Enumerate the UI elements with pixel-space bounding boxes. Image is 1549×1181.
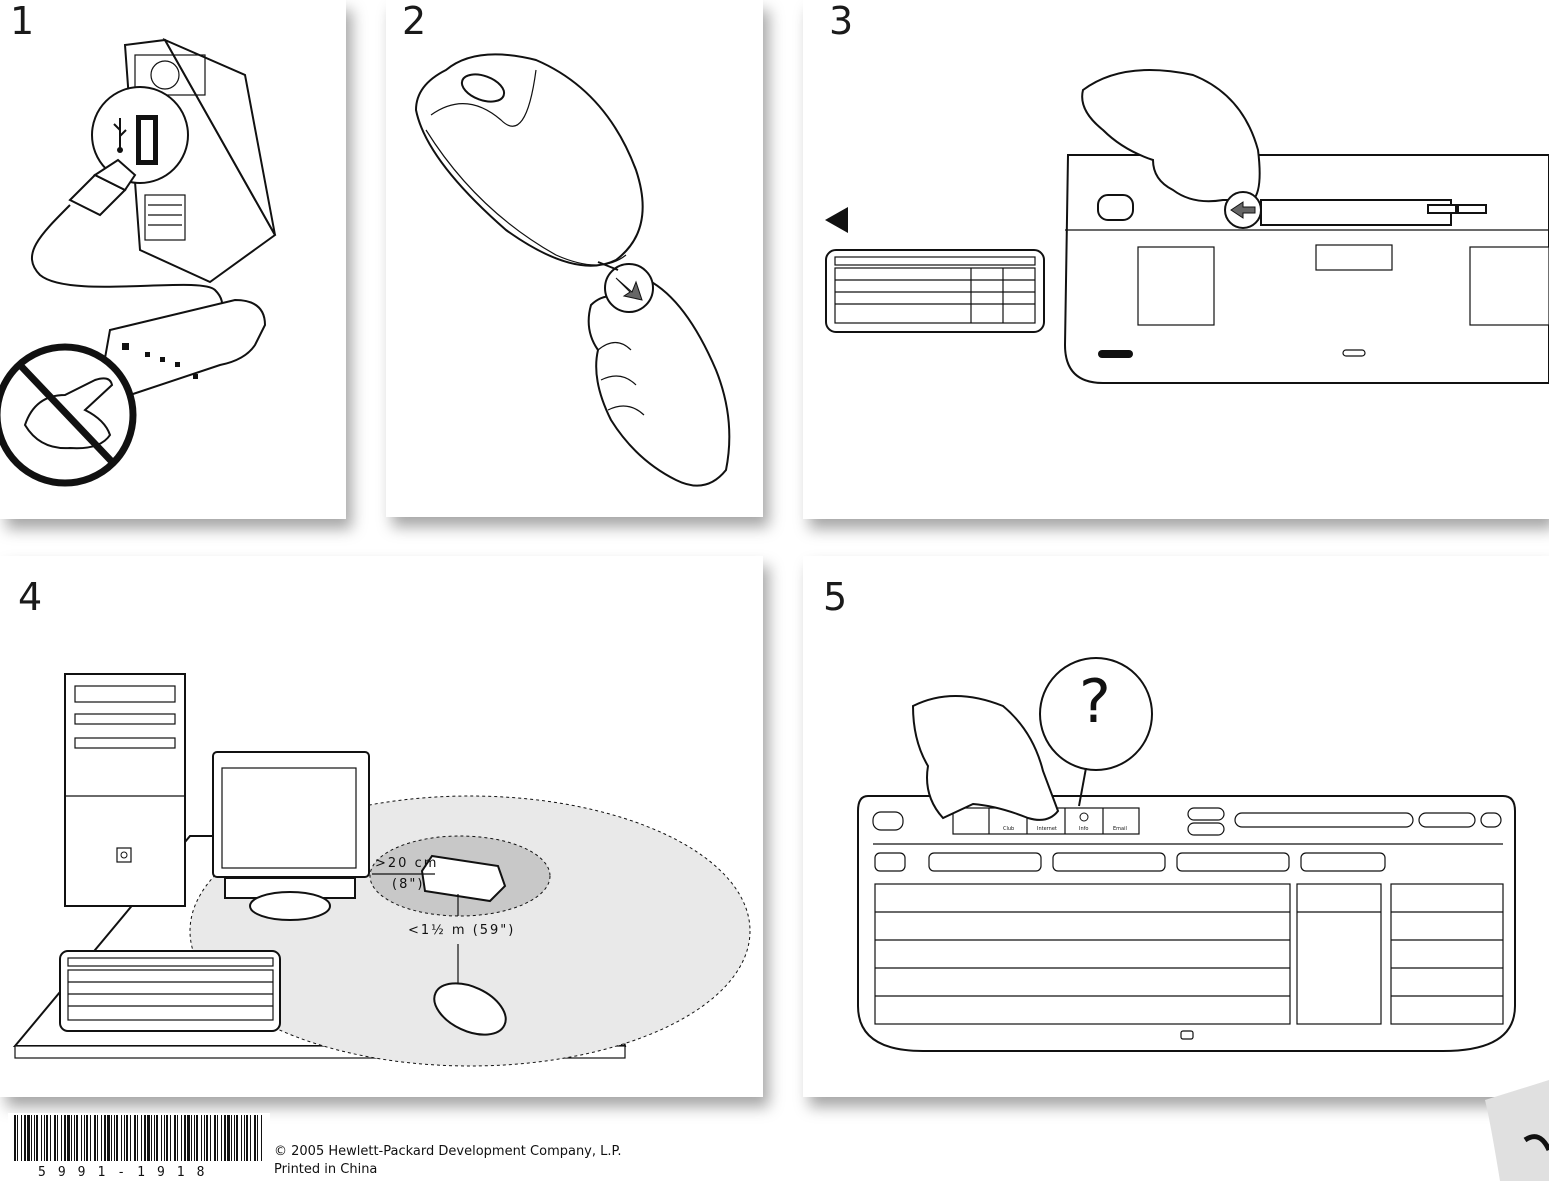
usb-icon xyxy=(113,118,127,153)
help-key-icon xyxy=(1079,812,1089,822)
hp-logo-icon xyxy=(1180,1030,1194,1040)
barcode: 5991-1918 xyxy=(8,1113,270,1181)
power-icon xyxy=(116,847,132,863)
copyright-text: © 2005 Hewlett-Packard Development Compa… xyxy=(274,1144,622,1159)
step-2-number: 2 xyxy=(402,0,427,43)
pc-usb-illustration xyxy=(0,37,277,487)
barcode-bars xyxy=(14,1115,262,1161)
distance-max-label: <1½ m (59") xyxy=(408,923,516,938)
flip-arrow-icon xyxy=(825,207,848,233)
barcode-number: 5991-1918 xyxy=(38,1165,217,1180)
printed-in-text: Printed in China xyxy=(274,1162,378,1177)
no-touch-icon xyxy=(0,343,137,487)
keyboard-battery-illustration xyxy=(825,69,1549,384)
step-2-panel: 2 xyxy=(386,0,763,517)
keyboard-help-illustration xyxy=(857,657,1516,1052)
step-5-panel: 5 xyxy=(803,556,1549,1097)
step-1-panel: 1 xyxy=(0,0,346,519)
step-4-number: 4 xyxy=(18,575,43,619)
mouse-illustration xyxy=(414,53,731,487)
help-callout-symbol: ? xyxy=(1079,667,1111,737)
step-4-panel: 4 >20 cm xyxy=(0,556,763,1097)
copyright-block: © 2005 Hewlett-Packard Development Compa… xyxy=(274,1143,621,1179)
step-1-number: 1 xyxy=(10,0,35,43)
step-5-number: 5 xyxy=(823,575,848,619)
distance-min-label: >20 cm xyxy=(375,856,439,871)
desk-setup-illustration xyxy=(12,673,751,1067)
distance-min-inches-label: (8") xyxy=(392,877,425,892)
step-3-panel: 3 xyxy=(803,0,1549,519)
arrow-icon xyxy=(615,277,643,301)
step-3-number: 3 xyxy=(829,0,854,43)
